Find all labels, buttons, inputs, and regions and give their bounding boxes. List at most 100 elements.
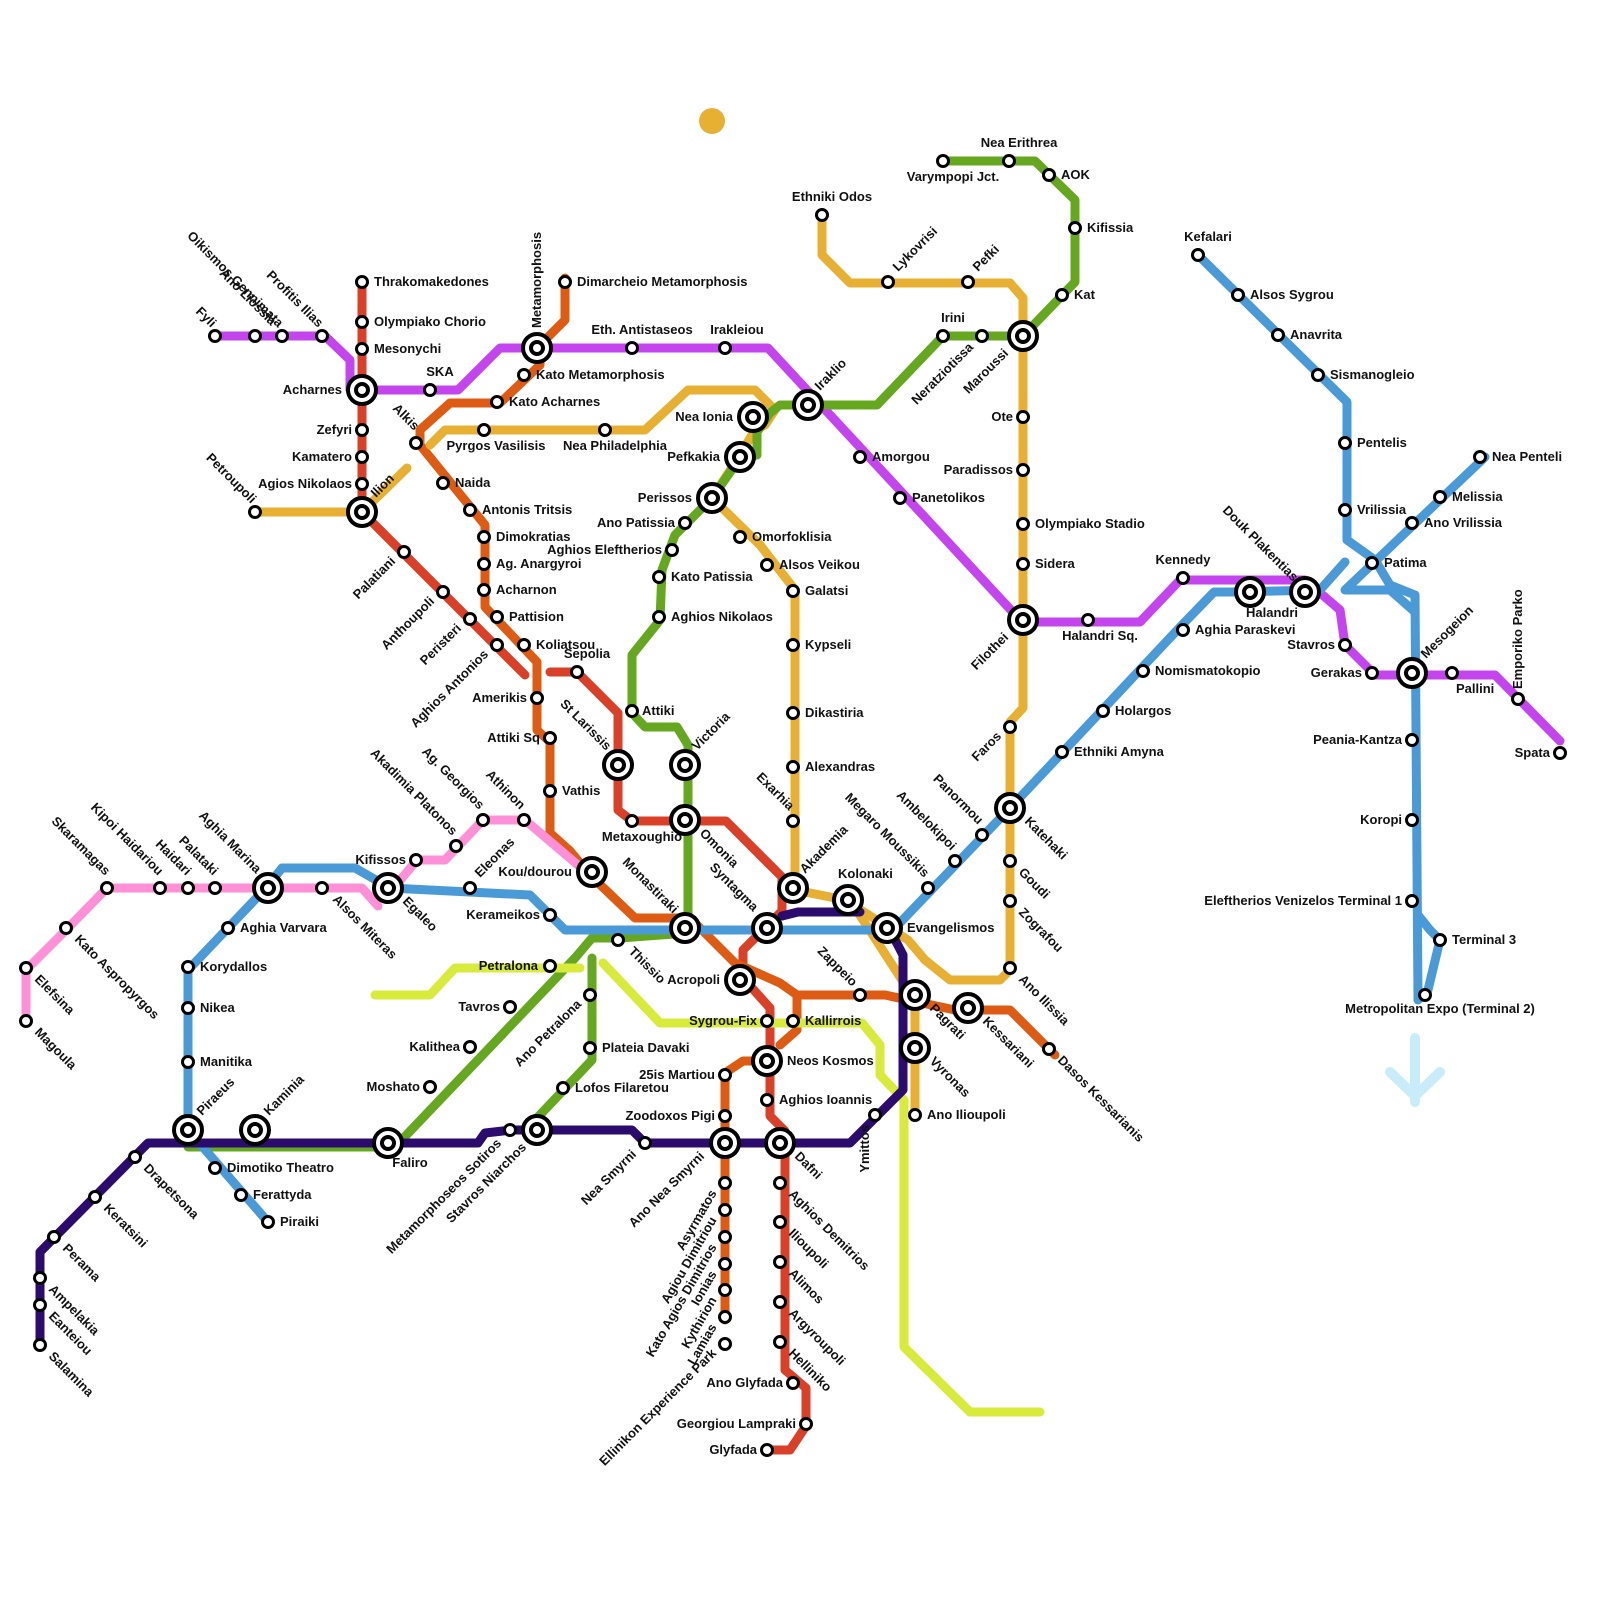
- station-alexandras[interactable]: Alexandras: [788, 759, 876, 774]
- station-peania-kantza[interactable]: Peania-Kantza: [1313, 732, 1417, 747]
- station-tavros[interactable]: Tavros: [458, 999, 515, 1014]
- station-dimarcheio-metamorphosis[interactable]: Dimarcheio Metamorphosis: [560, 274, 748, 289]
- station-alkis[interactable]: Alkis: [390, 401, 423, 449]
- station-acharnon[interactable]: Acharnon: [479, 582, 557, 597]
- station-ag-anargyroi[interactable]: Ag. Anargyroi: [479, 556, 582, 571]
- station-attiki[interactable]: Attiki: [627, 703, 675, 718]
- station-ethniki-odos[interactable]: Ethniki Odos: [792, 189, 872, 221]
- station-perissos[interactable]: Perissos: [638, 484, 726, 512]
- station-mesonychi[interactable]: Mesonychi: [357, 341, 442, 356]
- station-glyfada[interactable]: Glyfada: [709, 1442, 772, 1457]
- station-kou-dourou[interactable]: Kou/dourou: [498, 858, 606, 886]
- station-nea-smyrni[interactable]: Nea Smyrni: [578, 1138, 651, 1208]
- station-acharnes[interactable]: Acharnes: [283, 376, 376, 404]
- station-spata[interactable]: Spata: [1515, 745, 1566, 760]
- station-fyli[interactable]: Fyli: [193, 304, 220, 342]
- station-vathis[interactable]: Vathis: [545, 783, 601, 798]
- station-neos-kosmos[interactable]: Neos Kosmos: [753, 1047, 874, 1075]
- station-ano-ilioupoli[interactable]: Ano Ilioupoli: [910, 1107, 1006, 1122]
- station-victoria[interactable]: Victoria: [671, 708, 733, 779]
- station-kalithea[interactable]: Kalithea: [409, 1039, 475, 1054]
- station-magoula[interactable]: Magoula: [21, 1016, 81, 1073]
- station-thrakomakedones[interactable]: Thrakomakedones: [357, 274, 489, 289]
- station-pefkakia[interactable]: Pefkakia: [667, 443, 754, 471]
- station-palatiani[interactable]: Palatiani: [350, 547, 410, 602]
- station-kifissos[interactable]: Kifissos: [355, 852, 421, 867]
- station-dimotiko-theatro[interactable]: Dimotiko Theatro: [210, 1160, 334, 1175]
- station-olympiako-chorio[interactable]: Olympiako Chorio: [357, 314, 487, 329]
- station-label: Mesogeion: [1418, 602, 1477, 661]
- station-kamatero[interactable]: Kamatero: [292, 449, 367, 464]
- interchange-marker-inner: [612, 759, 624, 771]
- interchange-marker-inner: [734, 974, 746, 986]
- station-marker: [236, 1190, 247, 1201]
- station-label: Ferattyda: [253, 1187, 312, 1202]
- station-aghia-paraskevi[interactable]: Aghia Paraskevi: [1178, 622, 1296, 637]
- station-sepolia[interactable]: Sepolia: [564, 646, 611, 678]
- station-agios-nikolaos[interactable]: Agios Nikolaos: [258, 476, 367, 491]
- station-kat[interactable]: Kat: [1057, 287, 1096, 302]
- station-georgiou-lampraki[interactable]: Georgiou Lampraki: [677, 1416, 812, 1431]
- station-nikea[interactable]: Nikea: [183, 1000, 236, 1015]
- station-petroupoli[interactable]: Petroupoli: [203, 450, 260, 517]
- station-egaleo[interactable]: Egaleo: [374, 874, 441, 934]
- station-kato-patissia[interactable]: Kato Patissia: [654, 569, 754, 584]
- station-label: Nea Penteli: [1492, 449, 1562, 464]
- station-profitis-ilias[interactable]: Profitis Ilias: [264, 267, 328, 341]
- station-piraiki[interactable]: Piraiki: [263, 1214, 320, 1229]
- station-acropoli[interactable]: Acropoli: [667, 966, 754, 994]
- interchange-marker-inner: [262, 882, 274, 894]
- station-dasos-kessarianis[interactable]: Dasos Kessarianis: [1044, 1044, 1148, 1145]
- station-eleftherios-venizelos-terminal-1[interactable]: Eleftherios Venizelos Terminal 1: [1204, 893, 1417, 908]
- station-drapetsona[interactable]: Drapetsona: [130, 1152, 203, 1223]
- station-faliro[interactable]: Faliro: [374, 1129, 428, 1170]
- station-aghios-ioannis[interactable]: Aghios Ioannis: [762, 1092, 873, 1107]
- station-patima[interactable]: Patima: [1367, 555, 1428, 570]
- station-ano-petralona[interactable]: Ano Petralona: [511, 990, 595, 1070]
- station-marker: [762, 1095, 773, 1106]
- station-naida[interactable]: Naida: [438, 475, 492, 490]
- station-galatsi[interactable]: Galatsi: [788, 583, 849, 598]
- station-25is-martiou[interactable]: 25is Martiou: [639, 1067, 730, 1082]
- station-metamorphosis[interactable]: Metamorphosis: [523, 232, 551, 362]
- interchange-marker-inner: [1299, 586, 1311, 598]
- station-nea-ionia[interactable]: Nea Ionia: [675, 403, 767, 431]
- station-terminal-3[interactable]: Terminal 3: [1435, 932, 1517, 947]
- station-anavrita[interactable]: Anavrita: [1273, 327, 1343, 342]
- station-koropi[interactable]: Koropi: [1360, 812, 1417, 827]
- station-kaminia[interactable]: Kaminia: [241, 1071, 307, 1144]
- station-perama[interactable]: Perama: [49, 1232, 105, 1285]
- station-lofos-filaretou[interactable]: Lofos Filaretou: [558, 1080, 669, 1095]
- station-kefalari[interactable]: Kefalari: [1184, 229, 1232, 261]
- station-zoodoxos-pigi[interactable]: Zoodoxos Pigi: [625, 1108, 730, 1123]
- station-marker: [479, 559, 490, 570]
- station-olympiako-stadio[interactable]: Olympiako Stadio: [1018, 516, 1145, 531]
- station-dafni[interactable]: Dafni: [766, 1129, 825, 1182]
- station-stavros[interactable]: Stavros: [1287, 637, 1350, 652]
- station-moshato[interactable]: Moshato: [367, 1079, 436, 1094]
- station-label: Moshato: [367, 1079, 421, 1094]
- station-emporiko-parko[interactable]: Emporiko Parko: [1510, 589, 1525, 704]
- station-manitika[interactable]: Manitika: [183, 1054, 253, 1069]
- station-ano-glyfada[interactable]: Ano Glyfada: [706, 1375, 798, 1390]
- station-plateia-davaki[interactable]: Plateia Davaki: [585, 1040, 690, 1055]
- station-label: Amorgou: [872, 449, 930, 464]
- station-aghios-nikolaos[interactable]: Aghios Nikolaos: [654, 609, 773, 624]
- station-marker: [613, 935, 624, 946]
- station-aok[interactable]: AOK: [1044, 167, 1091, 182]
- station-nomismatokopio[interactable]: Nomismatokopio: [1138, 663, 1261, 678]
- station-neratziotissa[interactable]: Neratziotissa: [908, 331, 987, 408]
- station-aghios-eleftherios[interactable]: Aghios Eleftherios: [547, 542, 677, 557]
- station-marker: [1273, 330, 1284, 341]
- station-kato-metamorphosis[interactable]: Kato Metamorphosis: [519, 367, 665, 382]
- station-paradissos[interactable]: Paradissos: [944, 462, 1029, 477]
- station-lykovrisi[interactable]: Lykovrisi: [883, 223, 941, 287]
- station-ote[interactable]: Ote: [991, 409, 1028, 424]
- station-marker: [788, 586, 799, 597]
- station-evangelismos[interactable]: Evangelismos: [873, 914, 994, 942]
- station-amerikis[interactable]: Amerikis: [472, 690, 542, 705]
- station-metropolitan-expo-terminal-2-[interactable]: Metropolitan Expo (Terminal 2): [1345, 990, 1535, 1017]
- station-zefyri[interactable]: Zefyri: [317, 422, 368, 437]
- station-sidera[interactable]: Sidera: [1018, 556, 1076, 571]
- station-keratsini[interactable]: Keratsini: [90, 1192, 151, 1251]
